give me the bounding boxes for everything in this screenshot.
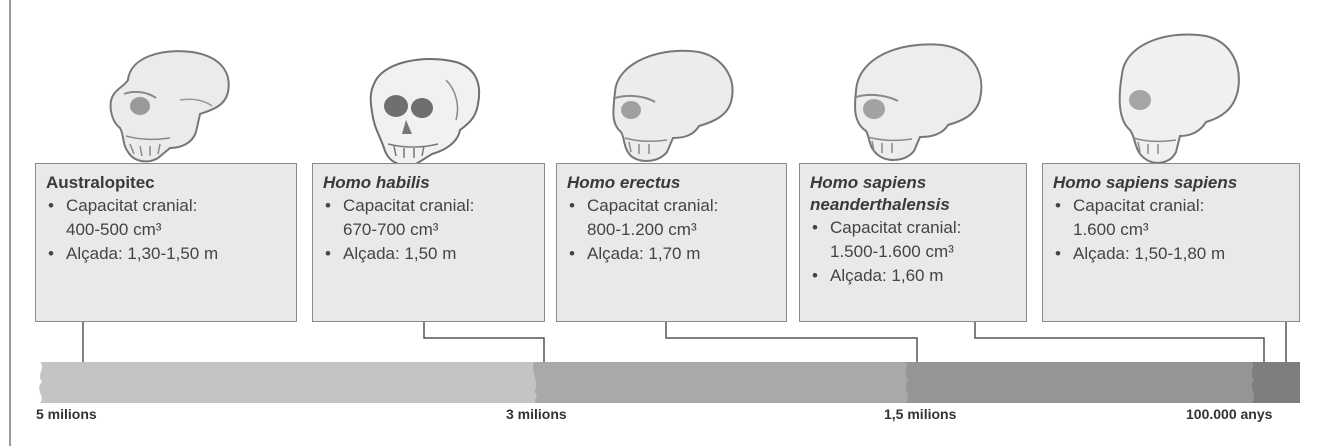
cranial-capacity: Capacitat cranial: 1.600 cm³	[1053, 194, 1289, 242]
tick-label-5-million: 5 milions	[36, 406, 97, 422]
species-card-neanderthal: Homo sapiens neanderthalensis Capacitat …	[799, 163, 1027, 322]
timeline-segment-2	[533, 362, 910, 403]
height: Alçada: 1,60 m	[810, 264, 1016, 288]
tick-label-100000-years: 100.000 anys	[1186, 406, 1272, 422]
species-name: Homo habilis	[323, 172, 534, 194]
height: Alçada: 1,50-1,80 m	[1053, 242, 1289, 266]
height: Alçada: 1,30-1,50 m	[46, 242, 286, 266]
tick-label-1-5-million: 1,5 milions	[884, 406, 956, 422]
tick-label-3-million: 3 milions	[506, 406, 567, 422]
species-name: Australopitec	[46, 172, 286, 194]
cranial-capacity: Capacitat cranial: 400-500 cm³	[46, 194, 286, 242]
species-card-homo-sapiens: Homo sapiens sapiens Capacitat cranial: …	[1042, 163, 1300, 322]
connector-homo-erectus	[666, 322, 917, 362]
species-card-homo-habilis: Homo habilis Capacitat cranial: 670-700 …	[312, 163, 545, 322]
timeline-segment-3	[906, 362, 1254, 403]
species-name: Homo sapiens neanderthalensis	[810, 172, 1016, 216]
cranial-capacity: Capacitat cranial: 670-700 cm³	[323, 194, 534, 242]
species-name: Homo erectus	[567, 172, 776, 194]
species-card-homo-erectus: Homo erectus Capacitat cranial: 800-1.20…	[556, 163, 787, 322]
height: Alçada: 1,50 m	[323, 242, 534, 266]
species-name: Homo sapiens sapiens	[1053, 172, 1289, 194]
species-card-australopitec: Australopitec Capacitat cranial: 400-500…	[35, 163, 297, 322]
connector-homo-habilis	[424, 322, 544, 362]
timeline-segment-1	[39, 362, 536, 403]
cranial-capacity: Capacitat cranial: 1.500-1.600 cm³	[810, 216, 1016, 264]
connector-neanderthal	[975, 322, 1264, 362]
cranial-capacity: Capacitat cranial: 800-1.200 cm³	[567, 194, 776, 242]
timeline-segment-4	[1252, 362, 1300, 403]
height: Alçada: 1,70 m	[567, 242, 776, 266]
